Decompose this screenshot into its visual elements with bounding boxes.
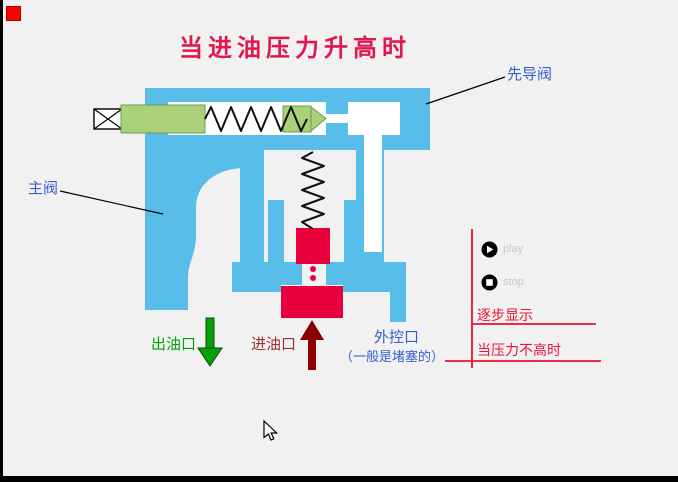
annotation-lines — [445, 229, 601, 368]
cup-ledge-left — [284, 262, 302, 285]
pilot-valve-label: 先导阀 — [507, 67, 553, 83]
step-display-note: 逐步显示 — [477, 309, 533, 324]
outlet-arrow-shaft — [205, 317, 215, 351]
main-valve-left-shape — [145, 150, 240, 310]
play-button[interactable] — [481, 241, 498, 258]
stop-icon — [481, 274, 498, 291]
external-port-note: （一般是堵塞的） — [340, 349, 445, 364]
main-poppet-cup — [268, 200, 360, 285]
pilot-drain-channel — [364, 131, 382, 252]
stop-button[interactable] — [481, 274, 498, 291]
pointer-lines — [59, 76, 506, 215]
cup-wall-right — [344, 200, 360, 285]
pilot-piston-assembly — [93, 104, 327, 230]
inlet-arrow-head — [300, 320, 324, 340]
piston-rod — [120, 104, 206, 134]
corner-red-square-icon — [6, 6, 21, 21]
main-valve-body — [145, 131, 406, 322]
oil-core — [296, 228, 330, 264]
inlet-arrow-shaft — [308, 340, 316, 370]
mouse-cursor — [263, 419, 279, 441]
pilot-seat-bottom — [326, 123, 348, 135]
main-spring — [301, 151, 325, 230]
cup-ledge-right — [326, 262, 344, 285]
pilot-seat-top — [326, 102, 348, 114]
adjust-screw-x2 — [93, 108, 123, 130]
outlet-port-label: 出油口 — [151, 337, 197, 353]
oil-drop-2 — [310, 275, 316, 281]
oil-drop-1 — [310, 266, 316, 272]
play-button-label: play — [503, 243, 524, 255]
outlet-arrow-head — [197, 347, 223, 367]
inlet-oil-block — [281, 286, 343, 318]
pilot-poppet-cone — [310, 105, 327, 133]
cup-wall-left — [268, 200, 284, 285]
stop-button-label: stop — [503, 276, 524, 288]
inlet-port-label: 进油口 — [251, 337, 297, 353]
pilot-spring — [204, 106, 308, 132]
window-left-border — [0, 0, 3, 482]
main-valve-label: 主阀 — [28, 181, 59, 197]
low-pressure-note: 当压力不高时 — [477, 344, 561, 359]
pilot-label-line — [425, 76, 506, 105]
play-icon — [481, 241, 498, 258]
main-label-line — [59, 190, 164, 215]
external-port-stub — [390, 292, 406, 322]
cursor-arrow — [263, 419, 279, 441]
page-title: 当进油压力升高时 — [179, 36, 411, 62]
window-bottom-border — [0, 476, 678, 482]
flow-arrows — [197, 317, 324, 370]
external-port-label: 外控口 — [374, 330, 420, 346]
oil-flow — [281, 228, 343, 318]
